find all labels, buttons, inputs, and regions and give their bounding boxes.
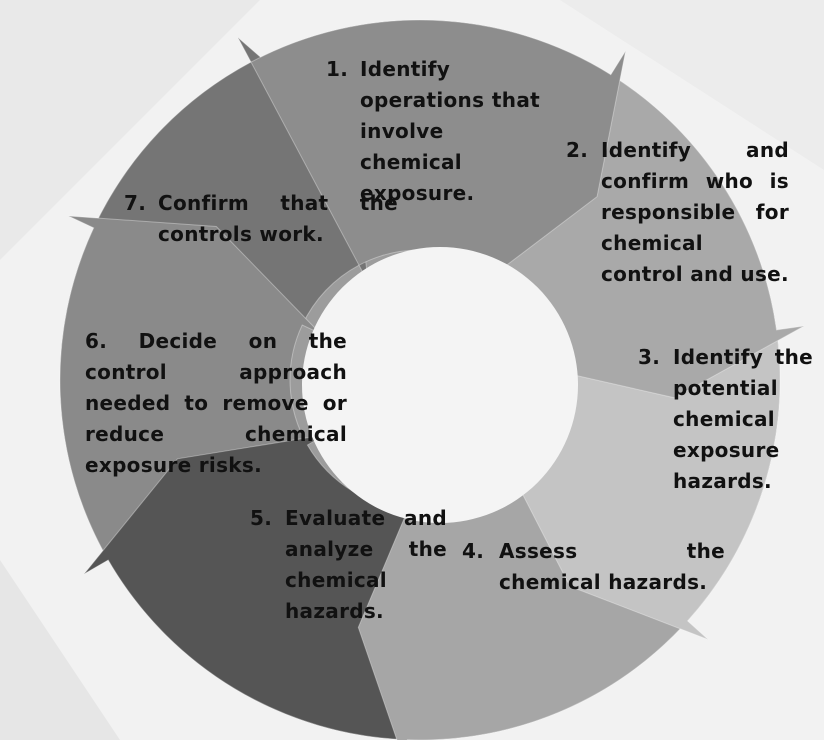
step-2-number: 2. bbox=[566, 138, 589, 162]
step-1-label: 1. Identify operations that involve chem… bbox=[326, 54, 540, 209]
center-hub bbox=[302, 247, 578, 523]
step-3-text: Identify the potential chemical exposure… bbox=[673, 345, 813, 493]
step-1-number: 1. bbox=[326, 57, 349, 81]
step-7-text: Confirm that the controls work. bbox=[158, 191, 398, 246]
step-5-label: 5. Evaluate and analyze the chemical haz… bbox=[250, 503, 447, 627]
step-7-label: 7. Confirm that the controls work. bbox=[124, 188, 398, 250]
step-6-text: 6. Decide on the control approach needed… bbox=[85, 329, 347, 477]
step-2-label: 2. Identify and confirm who is responsib… bbox=[566, 135, 789, 290]
step-6-label: 6. Decide on the control approach needed… bbox=[85, 326, 347, 481]
step-2-text: Identify and confirm who is responsible … bbox=[601, 138, 789, 286]
step-7-number: 7. bbox=[124, 191, 147, 215]
step-3-number: 3. bbox=[638, 345, 661, 369]
step-1-text: Identify operations that involve chemica… bbox=[360, 57, 540, 205]
step-4-label: 4. Assess the chemical hazards. bbox=[462, 536, 725, 598]
step-4-text: Assess the chemical hazards. bbox=[499, 539, 725, 594]
step-4-number: 4. bbox=[462, 539, 485, 563]
step-3-label: 3. Identify the potential chemical expos… bbox=[638, 342, 813, 497]
step-5-text: Evaluate and analyze the chemical hazard… bbox=[285, 506, 447, 623]
step-5-number: 5. bbox=[250, 506, 273, 530]
